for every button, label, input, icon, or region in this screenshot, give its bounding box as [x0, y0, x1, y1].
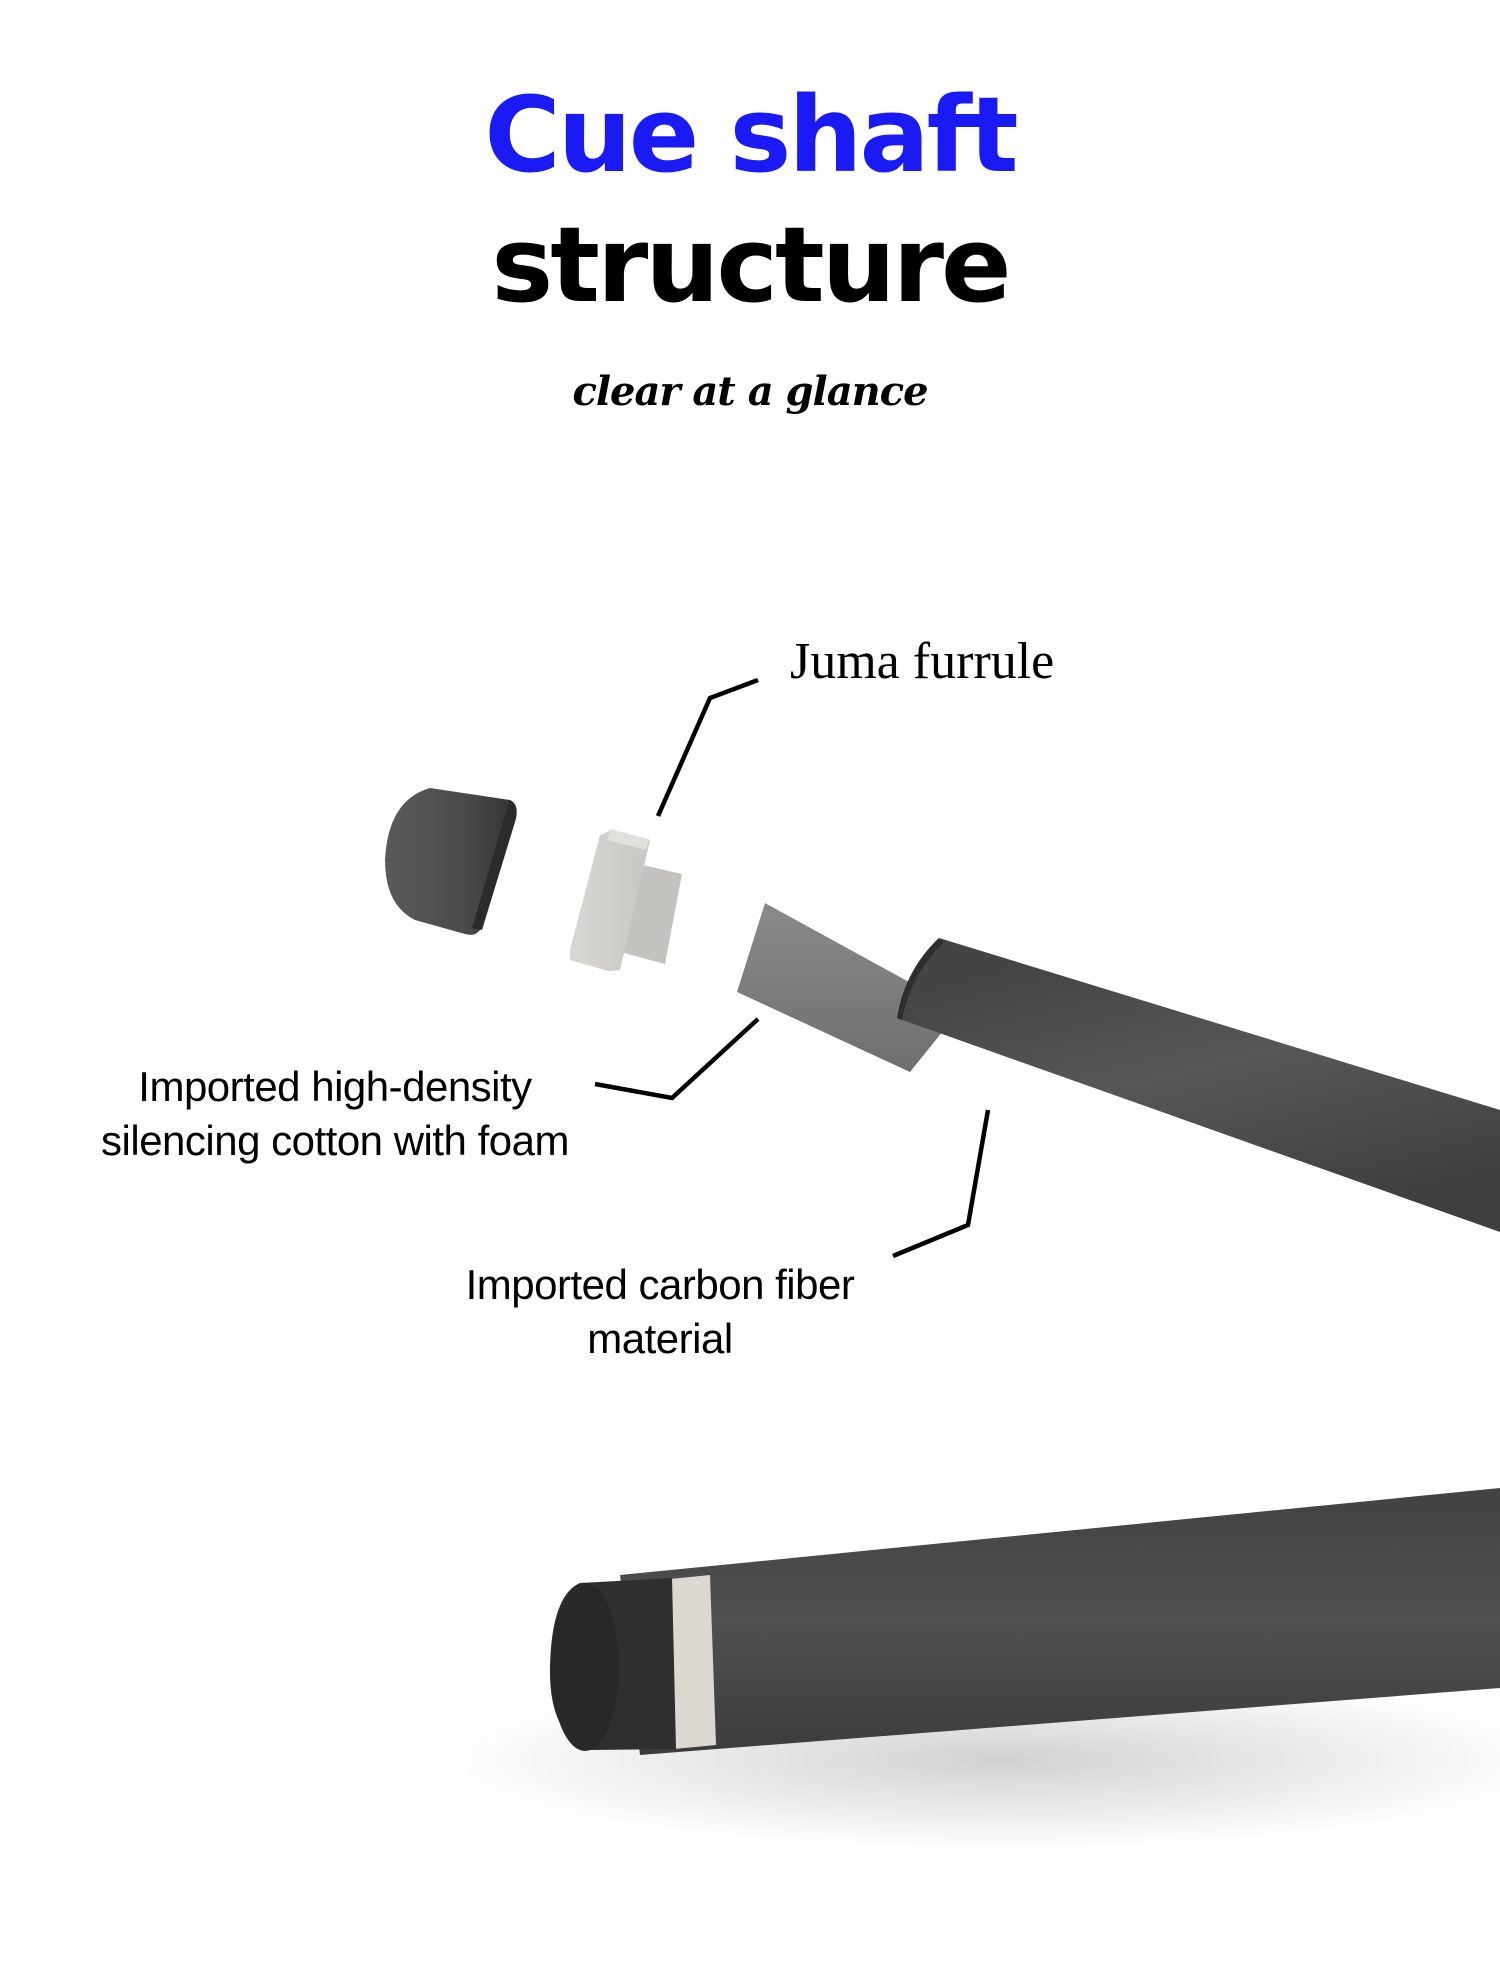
cue-tip-part: [385, 788, 517, 935]
label-cotton-line-1: Imported high-density: [138, 1063, 532, 1110]
label-carbon-line-2: material: [587, 1315, 733, 1362]
leader-line-ferrule: [655, 677, 759, 817]
leader-line-carbon: [892, 1109, 991, 1259]
ferrule-ring: [670, 1575, 716, 1749]
label-cotton-line-2: silencing cotton with foam: [101, 1117, 569, 1164]
label-carbon-line-1: Imported carbon fiber: [465, 1261, 855, 1308]
title-line-2: structure: [491, 204, 1011, 326]
title-block: Cue shaft structure: [0, 70, 1500, 330]
label-silencing-cotton: Imported high-density silencing cotton w…: [40, 1060, 630, 1168]
leader-lines: [594, 677, 991, 1259]
leader-line-cotton: [594, 1017, 760, 1101]
title-line-1: Cue shaft: [484, 74, 1018, 196]
ferrule-part: [570, 829, 682, 971]
carbon-shaft-upper: [897, 938, 1500, 1232]
assembled-shaft: [549, 1488, 1500, 1755]
foam-core-part: [737, 903, 960, 1072]
label-ferrule: Juma furrule: [790, 633, 1055, 690]
label-carbon-fiber: Imported carbon fiber material: [400, 1258, 920, 1366]
subtitle: clear at a glance: [572, 368, 928, 415]
